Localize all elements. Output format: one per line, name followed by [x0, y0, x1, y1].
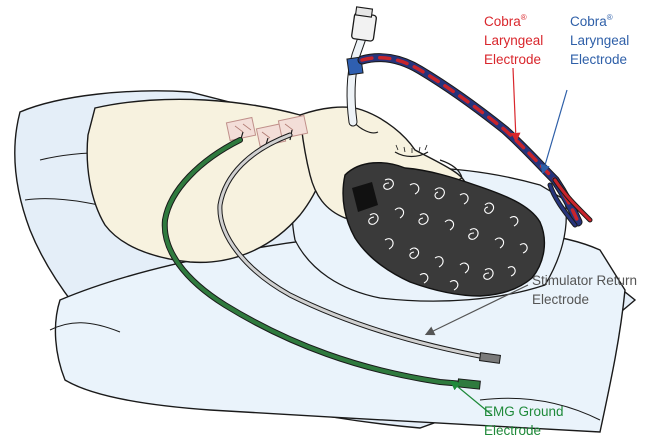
svg-text:Stimulator Return: Stimulator Return [532, 273, 637, 288]
svg-text:Cobra®: Cobra® [484, 13, 527, 29]
svg-text:Laryngeal: Laryngeal [484, 33, 543, 48]
svg-text:Electrode: Electrode [532, 292, 589, 307]
cobra-blue-leader [543, 90, 567, 172]
cobra-red-label: Cobra® Laryngeal Electrode [484, 13, 543, 67]
cobra-red-leader [513, 68, 516, 140]
svg-text:Electrode: Electrode [484, 52, 541, 67]
svg-text:Electrode: Electrode [570, 52, 627, 67]
cobra-blue-label: Cobra® Laryngeal Electrode [570, 13, 629, 67]
svg-text:Cobra®: Cobra® [570, 13, 613, 29]
svg-text:Laryngeal: Laryngeal [570, 33, 629, 48]
svg-text:EMG Ground: EMG Ground [484, 404, 564, 419]
svg-text:Electrode: Electrode [484, 423, 541, 438]
